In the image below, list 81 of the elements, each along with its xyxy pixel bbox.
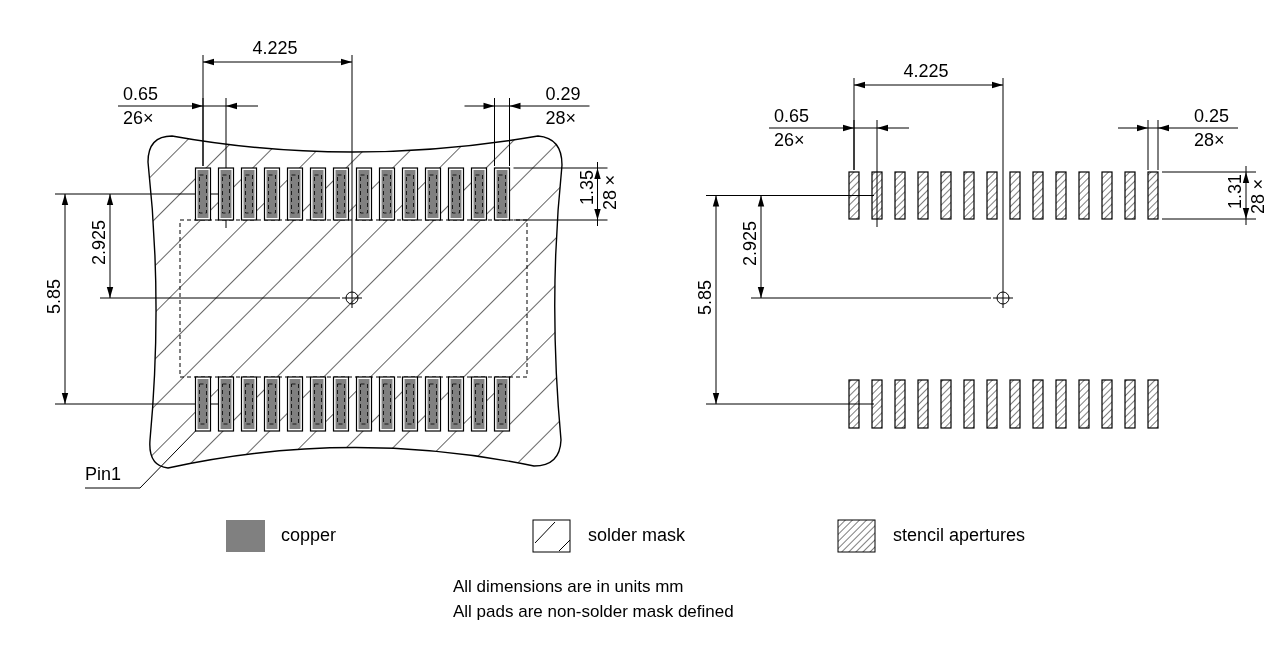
legend-label: stencil apertures <box>893 525 1026 545</box>
stencil-aperture <box>1032 379 1044 429</box>
stencil-aperture <box>1032 171 1044 220</box>
dimension-label: 28× <box>599 170 620 211</box>
stencil-aperture <box>917 379 929 429</box>
copper-pad <box>378 376 396 432</box>
copper-pad <box>470 376 488 432</box>
dimension-label: 28× <box>1248 174 1268 215</box>
copper-pad <box>378 167 396 221</box>
copper-pad <box>424 376 442 432</box>
stencil-aperture <box>871 379 883 429</box>
copper-pad <box>240 167 258 221</box>
stencil-aperture <box>940 379 952 429</box>
stencil-aperture <box>1055 171 1067 220</box>
stencil-aperture <box>940 171 952 220</box>
copper-pad <box>286 167 304 221</box>
copper-pad <box>217 376 235 432</box>
copper-pad <box>194 167 212 221</box>
stencil-aperture <box>1101 171 1113 220</box>
stencil-aperture <box>1055 379 1067 429</box>
dimension-label: 2.925 <box>89 220 109 266</box>
copper-pad <box>493 167 511 221</box>
dimension-label: 1.31 <box>1225 174 1245 210</box>
copper-pad <box>309 376 327 432</box>
copper-pad <box>263 167 281 221</box>
copper-pad <box>217 167 235 221</box>
dimension-label: 0.29 <box>545 84 581 104</box>
stencil-aperture <box>894 171 906 220</box>
copper-pad <box>493 376 511 432</box>
dimension-label: 5.85 <box>695 279 715 315</box>
pin-label: Pin1 <box>85 464 122 488</box>
stencil-aperture <box>848 171 860 220</box>
stencil-aperture <box>1078 171 1090 220</box>
dimension-label: 1.35 <box>576 170 597 206</box>
note-text: All dimensions are in units mm <box>453 577 684 597</box>
copper-pad <box>447 167 465 221</box>
stencil-aperture <box>1009 171 1021 220</box>
stencil-aperture <box>986 379 998 429</box>
stencil-aperture <box>963 171 975 220</box>
legend-label: copper <box>281 525 337 545</box>
dimension-label: 26× <box>123 108 154 128</box>
copper-pad <box>424 167 442 221</box>
copper-pad <box>401 376 419 432</box>
stencil-aperture <box>1078 379 1090 429</box>
dimension-label: 0.65 <box>774 106 810 126</box>
stencil-aperture <box>1101 379 1113 429</box>
stencil-aperture <box>1147 171 1159 220</box>
copper-pad <box>194 376 212 432</box>
leader-line <box>84 430 196 489</box>
copper-pad <box>286 376 304 432</box>
stencil-aperture <box>1124 171 1136 220</box>
copper-pad <box>332 376 350 432</box>
note-text: All pads are non-solder mask defined <box>453 602 734 622</box>
dimension-label: 5.85 <box>44 279 64 315</box>
stencil-aperture <box>871 171 883 220</box>
stencil-aperture <box>1147 379 1159 429</box>
stencil-aperture <box>917 171 929 220</box>
copper-pad <box>263 376 281 432</box>
copper-pad <box>401 167 419 221</box>
stencil-aperture <box>1124 379 1136 429</box>
dimension-label: 0.65 <box>123 84 159 104</box>
copper-pad <box>309 167 327 221</box>
dimension-label: 28× <box>1194 130 1225 150</box>
dimension-label: 4.225 <box>252 38 298 58</box>
legend-label: solder mask <box>588 525 686 545</box>
stencil-aperture <box>848 379 860 429</box>
stencil-aperture <box>963 379 975 429</box>
dimension-label: 4.225 <box>903 61 949 81</box>
stencil-aperture <box>1009 379 1021 429</box>
stencil-aperture <box>894 379 906 429</box>
dimension-label: 28× <box>545 108 577 128</box>
copper-pad <box>355 167 373 221</box>
dimension-label: 0.25 <box>1194 106 1230 126</box>
copper-pad <box>240 376 258 432</box>
stencil-aperture <box>986 171 998 220</box>
dimension-label: 2.925 <box>740 220 760 266</box>
dimension-label: 26× <box>774 130 805 150</box>
copper-pad <box>447 376 465 432</box>
copper-pad <box>332 167 350 221</box>
copper-pad <box>355 376 373 432</box>
copper-pad <box>470 167 488 221</box>
